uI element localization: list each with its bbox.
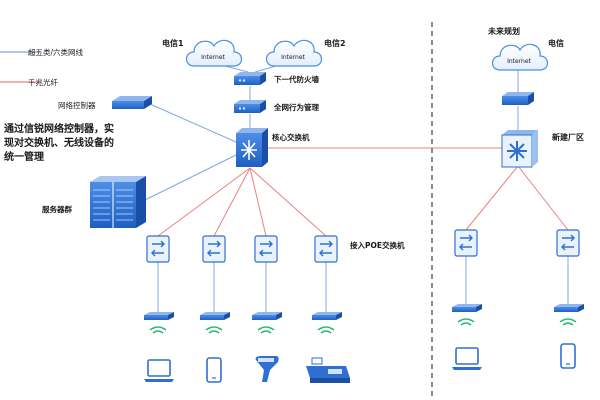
firewall-icon: [502, 92, 534, 105]
description-line-3: 统一管理: [4, 150, 44, 163]
firewall-label: 下一代防火墙: [274, 74, 319, 84]
core-switch-icon: [501, 130, 538, 168]
svg-text:Internet: Internet: [201, 54, 225, 61]
description-line-1: 通过信锐网络控制器，实: [4, 122, 114, 135]
link-core-access4: [249, 167, 327, 237]
behavior-manager-icon: [234, 100, 266, 113]
legend-copper-label: 超五类/六类网线: [28, 47, 84, 57]
isp2-label: 电信2: [324, 38, 346, 48]
phone-icon: [560, 343, 576, 369]
new-area-label: 新建厂区: [552, 132, 584, 142]
controller-icon: [112, 96, 152, 109]
description-line-2: 现对交换机、无线设备的: [4, 136, 114, 149]
access-switch-icon: [314, 235, 338, 263]
link-controller-core: [149, 103, 237, 143]
printer-icon: [306, 357, 350, 383]
wireless-ap-icon: [200, 312, 230, 334]
access-switch-icon: [146, 235, 170, 263]
poe-switch-label: 接入POE交换机: [350, 240, 405, 250]
future-plan-label: 未来规划: [487, 26, 520, 36]
legend-fiber-label: 千兆光纤: [28, 77, 58, 87]
access-switch-icon: [454, 229, 478, 257]
wireless-ap-icon: [144, 312, 174, 334]
isp1-label: 电信1: [162, 38, 184, 48]
laptop-icon: [452, 347, 482, 370]
server-rack-icon: [90, 176, 146, 228]
wireless-ap-icon: [252, 312, 282, 334]
access-switch-icon: [254, 235, 278, 263]
laptop-icon: [144, 359, 174, 382]
svg-text:Internet: Internet: [507, 58, 531, 65]
barcode-scanner-icon: [255, 356, 279, 382]
controller-label: 网络控制器: [58, 100, 96, 110]
firewall-icon: [234, 72, 266, 85]
wireless-ap-icon: [554, 304, 584, 326]
servers-label: 服务器群: [42, 204, 72, 214]
core-switch-icon: [236, 128, 268, 167]
link-core-access1: [157, 167, 251, 237]
link-core-access2: [213, 167, 251, 237]
behavior-label: 全网行为管理: [273, 102, 319, 112]
phone-icon: [206, 357, 222, 383]
cloud-icon: Internet: [265, 39, 323, 67]
connection-lines: [0, 51, 569, 312]
link-servers-core: [144, 154, 237, 201]
link-newcore-access1: [465, 165, 519, 231]
link-core-access3: [249, 167, 267, 237]
wireless-ap-icon: [312, 312, 342, 334]
cloud-icon: Internet: [491, 43, 549, 71]
access-switch-icon: [202, 235, 226, 263]
cloud-icon: Internet: [185, 39, 243, 67]
wireless-ap-icon: [452, 304, 482, 326]
svg-text:Internet: Internet: [281, 54, 305, 61]
core-switch-label: 核心交换机: [272, 132, 310, 142]
isp-new-label: 电信: [548, 38, 564, 48]
link-newcore-access2: [517, 165, 569, 231]
access-switch-icon: [556, 229, 580, 257]
